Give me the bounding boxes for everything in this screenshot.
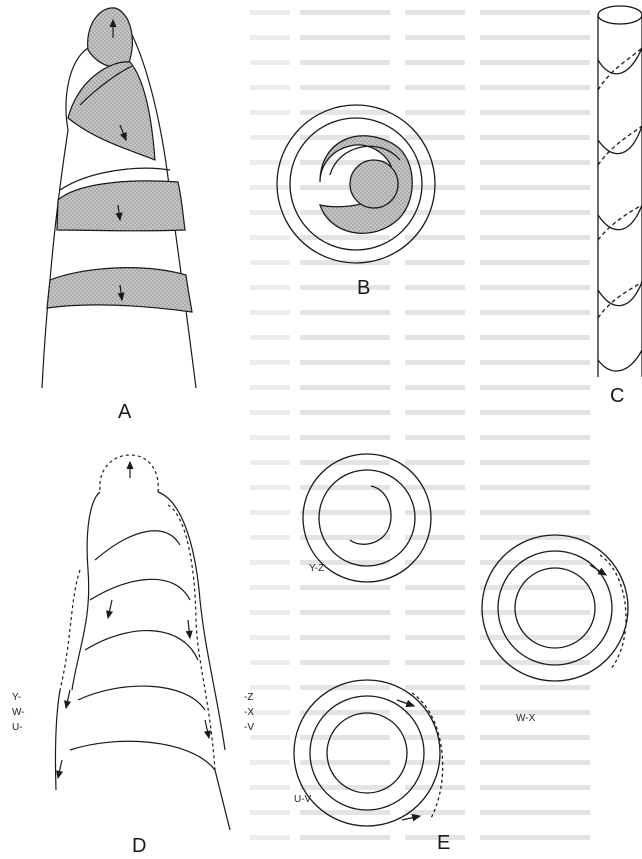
arrow-d-2 [188, 620, 190, 638]
panel-e-label: E [437, 832, 450, 854]
whorl-band-2 [68, 62, 155, 160]
ridge-1 [72, 492, 100, 690]
panel-c-cylinder-diagram [598, 6, 642, 377]
apex-dashed [100, 455, 158, 492]
wx-inner-ring [515, 568, 595, 648]
arrow-d-4 [205, 720, 209, 738]
section-label-yz: Y-Z [309, 563, 324, 574]
panel-d-section-diagram [55, 455, 230, 830]
outer-left [55, 690, 60, 790]
panel-c-label: C [610, 385, 624, 407]
panel-b-label: B [357, 277, 370, 299]
ridge-dashed-left [60, 570, 80, 690]
arrow-d-3 [66, 690, 70, 708]
panel-e-uv-section [294, 680, 443, 826]
axis-label-y: Y- [12, 692, 21, 703]
uv-inner-ring [327, 713, 407, 793]
uv-outer-ring [294, 680, 440, 826]
panel-a-shell-diagram [42, 8, 196, 388]
whorl-line-4 [78, 686, 205, 710]
section-label-uv: U-V [294, 794, 312, 805]
whorl-band-3 [57, 181, 185, 231]
helix-line [598, 48, 642, 371]
axis-label-z: -Z [244, 692, 253, 703]
apex-whorl [88, 8, 133, 68]
helix-hidden [598, 48, 642, 318]
ridge-2 [158, 492, 225, 750]
whorl-line-3 [85, 631, 198, 660]
arrow-d-5 [58, 760, 62, 778]
wx-arrow [590, 565, 606, 575]
panel-b-spiral-diagram [277, 105, 435, 263]
axis-label-u: U- [12, 722, 23, 733]
whorl-band-4 [47, 268, 192, 312]
panel-d-label: D [132, 835, 146, 857]
whorl-line-2 [90, 579, 190, 600]
cylinder-top [598, 6, 642, 24]
section-label-wx: W-X [516, 713, 536, 724]
uv-arrow-top [397, 700, 414, 706]
whorl-line-5 [70, 741, 215, 770]
panel-a-label: A [118, 401, 132, 423]
panel-e-wx-section [482, 535, 628, 681]
yz-spiral-end [350, 486, 391, 544]
yz-inner-ring [319, 470, 415, 566]
whorl-line-1 [95, 531, 180, 560]
axis-label-x: -X [244, 707, 254, 718]
center-whorl [350, 160, 398, 208]
outer-right [215, 770, 230, 830]
wx-outer-ring [482, 535, 628, 681]
uv-arrow-bottom [402, 816, 420, 820]
arrow-d-1 [108, 600, 112, 618]
axis-label-v: -V [244, 722, 254, 733]
axis-label-w: W- [12, 707, 25, 718]
